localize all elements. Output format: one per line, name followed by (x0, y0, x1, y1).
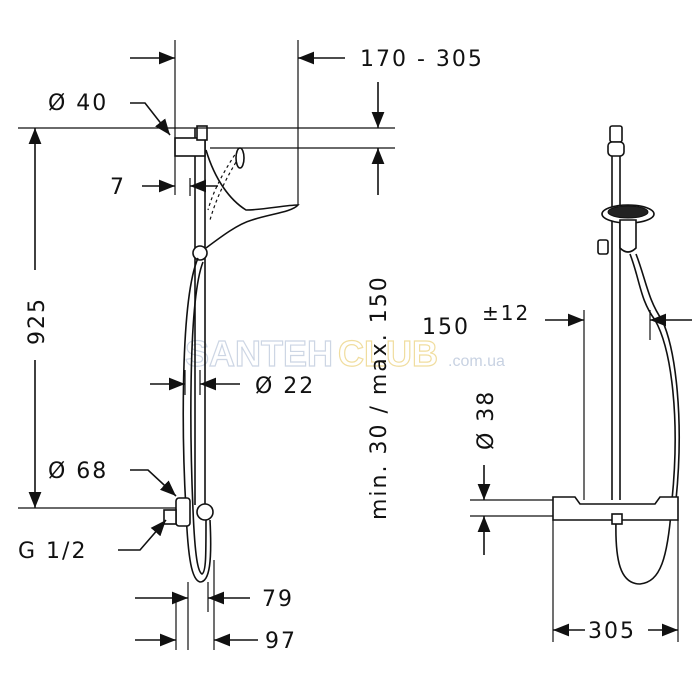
dim-d38: Ø 38 (474, 390, 499, 450)
watermark-brand-b: CLUB (338, 333, 438, 374)
thermostat-side (175, 497, 191, 527)
dim-g12: G 1/2 (18, 539, 87, 564)
dim-97: 97 (265, 629, 297, 654)
dim-925: 925 (25, 297, 50, 345)
outlet-front (611, 513, 623, 525)
outlet-knob-side (196, 503, 214, 521)
leader-g12 (118, 519, 167, 551)
dim-min-max: min. 30 / max. 150 (367, 275, 392, 520)
hand-shower-grip (619, 219, 637, 253)
overhead-shower-side (205, 149, 300, 249)
dim-d68: Ø 68 (48, 459, 108, 484)
slider-knob-side (192, 245, 208, 261)
top-bracket-cap (196, 125, 208, 141)
top-bracket-front (607, 141, 625, 157)
dim-305: 305 (588, 619, 636, 644)
watermark: SANTEH CLUB .com.ua (184, 332, 505, 374)
dim-79: 79 (262, 587, 294, 612)
leader-d68 (130, 469, 177, 497)
leader-d40 (130, 102, 171, 136)
dim-d22: Ø 22 (255, 374, 315, 399)
wall-connector-side (163, 509, 177, 525)
dim-7: 7 (110, 175, 126, 200)
front-view: Ø 38 150 ±12 305 (422, 125, 692, 644)
side-view: 170 - 305 Ø 40 7 925 min. 30 / max. 150 … (18, 40, 484, 654)
hose-front-inner (635, 253, 680, 501)
watermark-domain: .com.ua (448, 353, 505, 370)
shower-rail-front (611, 140, 621, 500)
dim-d40: Ø 40 (48, 91, 108, 116)
thermostat-front (552, 496, 679, 521)
dim-170-305: 170 - 305 (360, 47, 484, 72)
top-cap-front (609, 125, 623, 143)
dim-tol12: ±12 (482, 301, 530, 325)
slider-front (597, 239, 609, 255)
hand-shower-face (607, 205, 649, 219)
hand-shower-head-side (235, 147, 245, 169)
hose-front (615, 253, 676, 585)
hose-side-inner (190, 261, 207, 575)
shower-rail (194, 128, 206, 505)
dim-150: 150 (422, 315, 470, 340)
watermark-brand-a: SANTEH (185, 333, 333, 374)
